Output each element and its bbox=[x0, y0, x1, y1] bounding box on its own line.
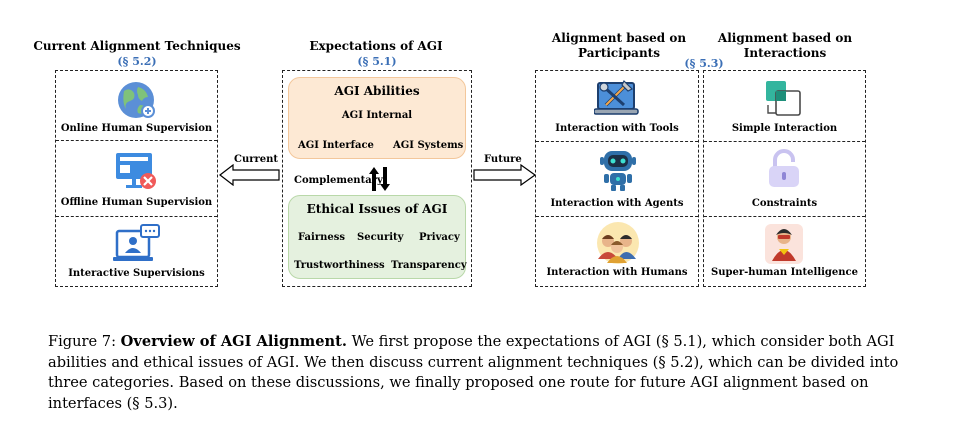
interactions-panel: Simple Interaction Constraints Super-hum… bbox=[703, 70, 866, 287]
super-human-intelligence-label: Super-human Intelligence bbox=[710, 267, 859, 278]
simple-interaction-label: Simple Interaction bbox=[731, 123, 838, 134]
interaction-with-humans-label: Interaction with Humans bbox=[546, 267, 688, 278]
complementary-label: Complementary bbox=[294, 175, 383, 186]
participants-panel: Interaction with Tools Interaction with … bbox=[535, 70, 699, 287]
trustworthiness-label: Trustworthiness bbox=[294, 260, 385, 271]
expectations-title: Expectations of AGI bbox=[309, 39, 443, 53]
interaction-with-tools-label: Interaction with Tools bbox=[555, 123, 679, 134]
current-techniques-title: Current Alignment Techniques bbox=[33, 39, 241, 53]
interactive-supervision-icon bbox=[113, 224, 160, 261]
up-down-arrows-icon bbox=[369, 167, 390, 191]
offline-human-supervision-label: Offline Human Supervision bbox=[60, 197, 213, 208]
ethical-issues-title: Ethical Issues of AGI bbox=[306, 202, 448, 216]
agi-systems-label: AGI Systems bbox=[393, 140, 464, 151]
lock-constraints-icon bbox=[769, 149, 799, 187]
online-human-supervision-label: Online Human Supervision bbox=[60, 123, 213, 134]
current-arrow-icon bbox=[219, 164, 280, 186]
humans-group-icon bbox=[597, 222, 639, 264]
interfaces-section-ref[interactable]: (§ 5.3) bbox=[684, 57, 724, 70]
offline-monitor-icon bbox=[116, 153, 156, 189]
agi-internal-label: AGI Internal bbox=[341, 110, 413, 121]
current-arrow-label: Current bbox=[234, 154, 279, 165]
simple-interaction-icon bbox=[766, 81, 801, 116]
figure-number: Figure 7: bbox=[48, 333, 116, 350]
agi-interface-label: AGI Interface bbox=[298, 140, 374, 151]
privacy-label: Privacy bbox=[419, 232, 460, 243]
agi-abilities-box: AGI Abilities AGI Internal AGI Interface… bbox=[288, 77, 466, 159]
ethical-issues-box: Ethical Issues of AGI Fairness Security … bbox=[288, 195, 467, 279]
figure-caption-title: Overview of AGI Alignment. bbox=[120, 333, 347, 350]
constraints-label: Constraints bbox=[751, 198, 818, 209]
future-arrow-label: Future bbox=[484, 154, 522, 165]
super-human-icon bbox=[765, 224, 803, 264]
participants-title: Alignment based on Participants bbox=[551, 31, 687, 60]
figure-caption-text: We first propose the expectations of AGI… bbox=[48, 333, 899, 412]
figure-caption: Figure 7: Overview of AGI Alignment. We … bbox=[48, 332, 918, 414]
interactive-supervisions-label: Interactive Supervisions bbox=[68, 268, 205, 279]
security-label: Security bbox=[357, 232, 404, 243]
expectations-section-ref[interactable]: (§ 5.1) bbox=[357, 55, 397, 68]
future-arrow-icon bbox=[473, 164, 537, 186]
robot-agent-icon bbox=[600, 151, 636, 191]
current-techniques-section-ref[interactable]: (§ 5.2) bbox=[117, 55, 157, 68]
globe-icon bbox=[118, 82, 155, 118]
current-techniques-panel: Online Human Supervision Offline Human S… bbox=[55, 70, 218, 287]
interactions-title: Alignment based on Interactions bbox=[717, 31, 853, 60]
tools-laptop-icon bbox=[594, 79, 639, 115]
expectations-panel: AGI Abilities AGI Internal AGI Interface… bbox=[282, 70, 472, 287]
transparency-label: Transparency bbox=[391, 260, 467, 271]
fairness-label: Fairness bbox=[298, 232, 345, 243]
agi-abilities-title: AGI Abilities bbox=[334, 84, 420, 98]
interaction-with-agents-label: Interaction with Agents bbox=[550, 198, 684, 209]
